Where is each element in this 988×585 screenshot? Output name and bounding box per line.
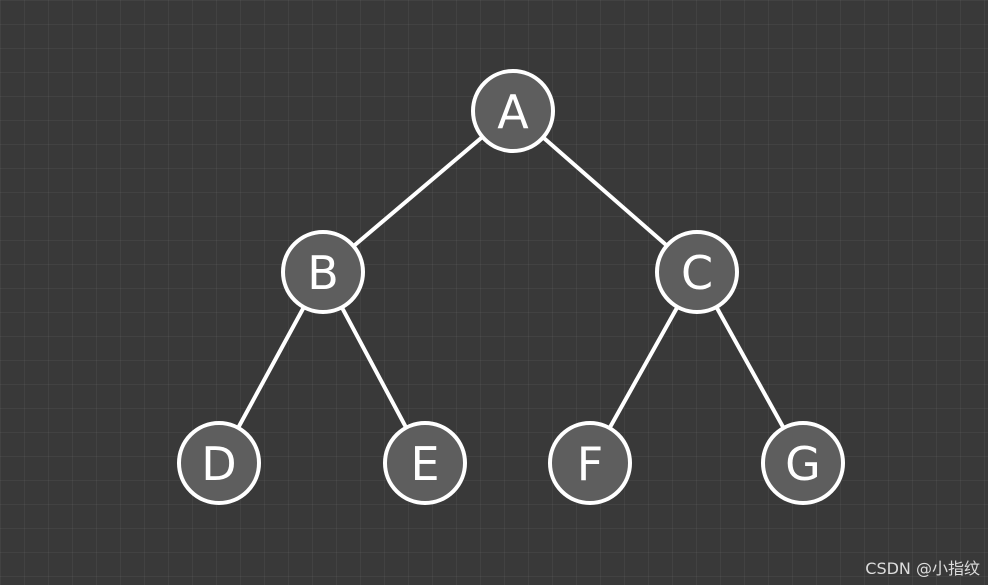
node-b: B <box>281 230 365 314</box>
watermark: CSDN @小指纹 <box>865 559 980 578</box>
node-label-c: C <box>681 246 713 300</box>
node-label-d: D <box>201 437 236 491</box>
tree-nodes: A B C D E F G <box>177 69 845 505</box>
node-circle-c <box>655 230 739 314</box>
node-circle-b <box>281 230 365 314</box>
node-c: C <box>655 230 739 314</box>
node-circle-g <box>761 421 845 505</box>
node-label-g: G <box>785 437 821 491</box>
edge-c-g <box>714 304 786 431</box>
node-label-b: B <box>307 246 339 300</box>
edge-c-f <box>607 304 680 431</box>
edge-b-e <box>339 305 409 430</box>
node-circle-a <box>471 69 555 153</box>
node-circle-d <box>177 421 261 505</box>
node-a: A <box>471 69 555 153</box>
node-d: D <box>177 421 261 505</box>
edge-b-d <box>236 305 306 430</box>
node-label-f: F <box>577 437 603 491</box>
edge-a-c <box>541 135 669 248</box>
edge-a-b <box>351 134 485 249</box>
node-circle-e <box>383 421 467 505</box>
tree-edges <box>236 134 786 431</box>
node-e: E <box>383 421 467 505</box>
node-label-a: A <box>497 85 529 139</box>
node-g: G <box>761 421 845 505</box>
node-f: F <box>548 421 632 505</box>
node-label-e: E <box>410 437 439 491</box>
node-circle-f <box>548 421 632 505</box>
